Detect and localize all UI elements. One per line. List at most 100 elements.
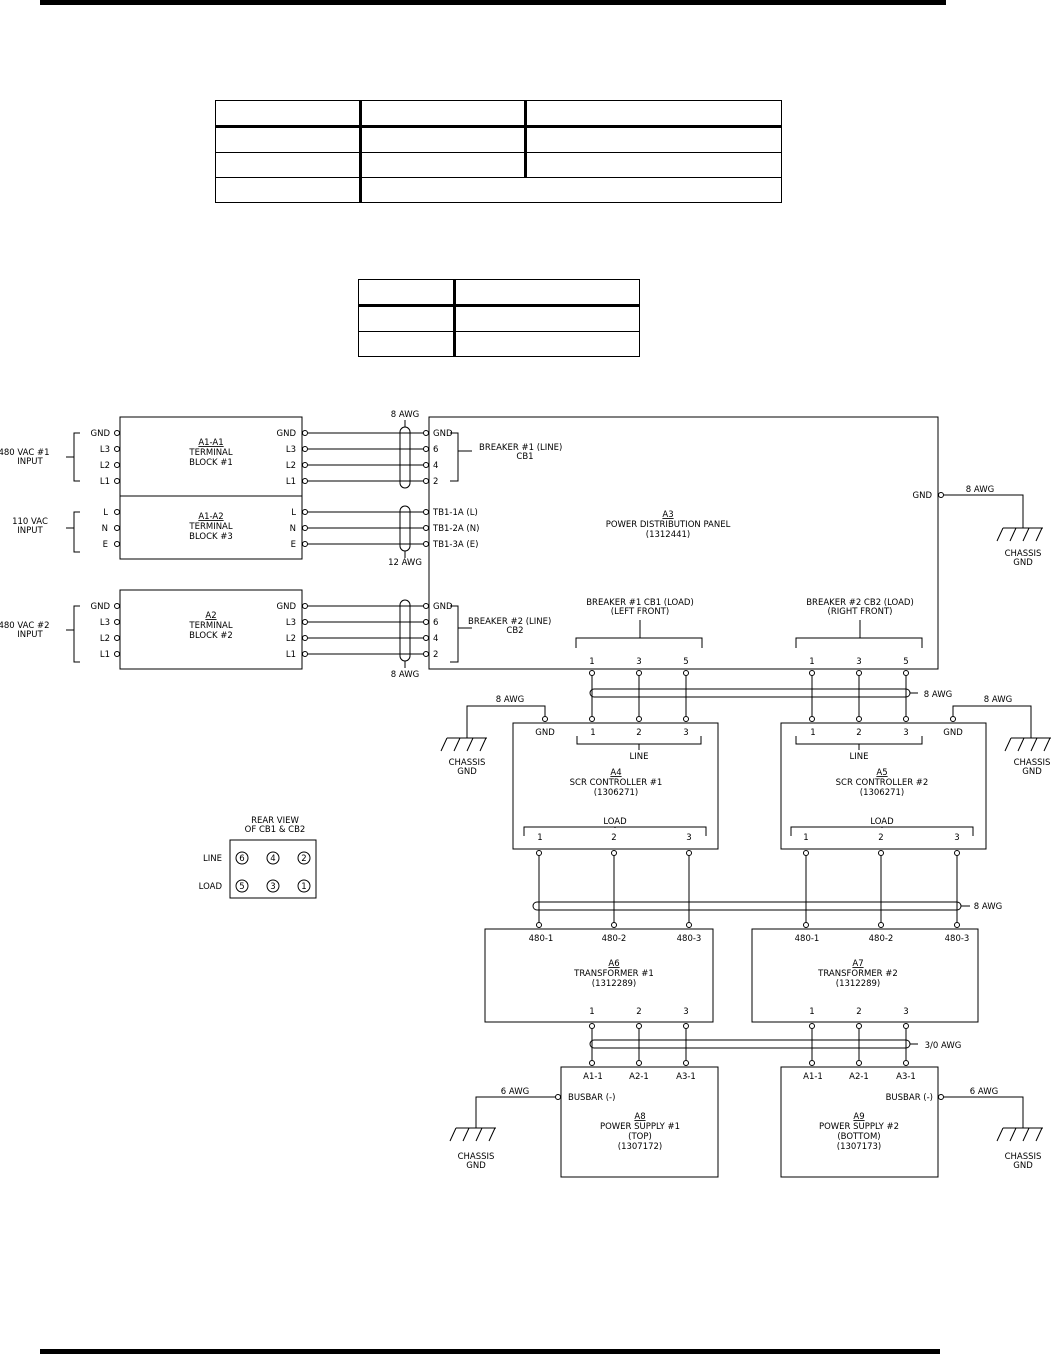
rear-view-row-label: LOAD [199,882,223,892]
rear-view-row-label: LINE [203,854,222,864]
pin-label: GND [433,429,453,439]
table-row [215,152,782,178]
chassis-label: GND [466,1161,486,1171]
table-cell [360,126,527,153]
block-label: TRANSFORMER #2 [817,969,898,979]
pin-label: L1 [286,650,296,660]
pin-label: 4 [433,634,438,644]
pin-label: L1 [286,477,296,487]
pin-label: GND [943,728,963,738]
block-label: BLOCK #2 [189,631,233,641]
table-cell [215,100,362,128]
pin-label: L [103,508,108,518]
input-label: 110 VAC [12,517,48,527]
pin-number: 1 [589,1007,594,1017]
block-label: TERMINAL [188,522,232,532]
pin-label: E [291,540,296,550]
table-row [215,177,782,203]
pin-label: GND [91,602,111,612]
pin-label: GND [433,602,453,612]
table-cell [454,331,640,357]
block-ref: A1-A2 [198,512,223,522]
pin-label: E [103,540,108,550]
block-ref: A8 [634,1112,645,1122]
terminal-block-a1a1: A1-A1 TERMINAL BLOCK #1 GND L3 L2 L1 GND… [91,416,303,497]
pin-label: A1-1 [583,1072,603,1082]
pin-label: 480-2 [602,934,627,944]
table-cell [525,152,782,178]
pin-label: 480-2 [869,934,894,944]
pin-label: BUSBAR (-) [886,1093,933,1103]
pin-label: N [102,524,108,534]
pin-label: A3-1 [676,1072,696,1082]
table-cell [525,100,782,128]
table-cell [525,126,782,153]
pin-number: 2 [856,1007,861,1017]
wire-gauge-label: 8 AWG [496,695,524,705]
chassis-label: CHASSIS [1014,758,1051,768]
block-ref: A5 [876,768,887,778]
transformer-a6: 480-1 480-2 480-3 A6 TRANSFORMER #1 (131… [484,928,714,1023]
block-ref: A1-A1 [198,438,223,448]
top-rule [40,0,946,5]
pin-label: L3 [286,618,296,628]
block-label: (1312289) [592,979,637,989]
chassis-label: GND [1013,1161,1033,1171]
bottom-rule [40,1349,940,1354]
pin-number: 3 [903,728,908,738]
chassis-ground-wire [944,1096,1024,1128]
pin-number: 1 [803,833,808,843]
pin-label: L3 [286,445,296,455]
input-terminals [114,430,120,657]
pin-label: L3 [100,618,110,628]
wire-gauge-label: 8 AWG [924,690,952,700]
table-row [358,279,640,307]
breaker-label: BREAKER #2 CB2 (LOAD) [806,598,914,608]
table-cell [454,279,640,307]
pin-label: 480-3 [945,934,970,944]
pin-label: 2 [433,650,438,660]
block-label: (BOTTOM) [837,1132,880,1142]
pin-label: L2 [100,634,110,644]
spec-table-1 [215,100,782,203]
table-cell [215,126,362,153]
pin-number: 1 [589,657,594,667]
table-cell [215,152,362,178]
pin-label: TB1-2A (N) [432,524,479,534]
block-label: POWER SUPPLY #1 [600,1122,680,1132]
block-label: (1307172) [618,1142,663,1152]
pin-label: A2-1 [629,1072,649,1082]
breaker-label: BREAKER #1 CB1 (LOAD) [586,598,694,608]
pin-number: 3 [954,833,959,843]
block-label: (1307173) [837,1142,882,1152]
pin-label: 2 [433,477,438,487]
chassis-ground-icon [996,1127,1043,1142]
block-label: (1312289) [836,979,881,989]
pin-label: L1 [100,650,110,660]
chassis-ground-wire [466,705,546,738]
table-cell [358,279,456,307]
pin-label: L [291,508,296,518]
table-cell [454,305,640,332]
pin-label: L2 [286,461,296,471]
table-row [358,305,640,332]
input-label: 480 VAC #2 [0,621,50,631]
table-row [358,331,640,357]
pin-number: 3 [686,833,691,843]
transformer-feed-wires [532,850,970,928]
section-label: LOAD [603,817,627,827]
pin-number: 2 [636,1007,641,1017]
breaker-label: BREAKER #2 (LINE) [468,617,551,627]
chassis-ground-icon [996,527,1043,542]
breaker-pin-number: 5 [239,882,244,892]
chassis-ground-icon [440,737,487,752]
chassis-ground-wire [952,705,1032,738]
pin-number: 2 [878,833,883,843]
wire-gauge-label: 6 AWG [501,1087,529,1097]
pin-label: 480-1 [529,934,554,944]
pin-label: 480-1 [795,934,820,944]
block-label: SCR CONTROLLER #2 [836,778,929,788]
input-label: 480 VAC #1 [0,448,50,458]
breaker-pin-number: 3 [270,882,275,892]
wiring-diagram: A1-A1 TERMINAL BLOCK #1 GND L3 L2 L1 GND… [0,410,1051,1178]
